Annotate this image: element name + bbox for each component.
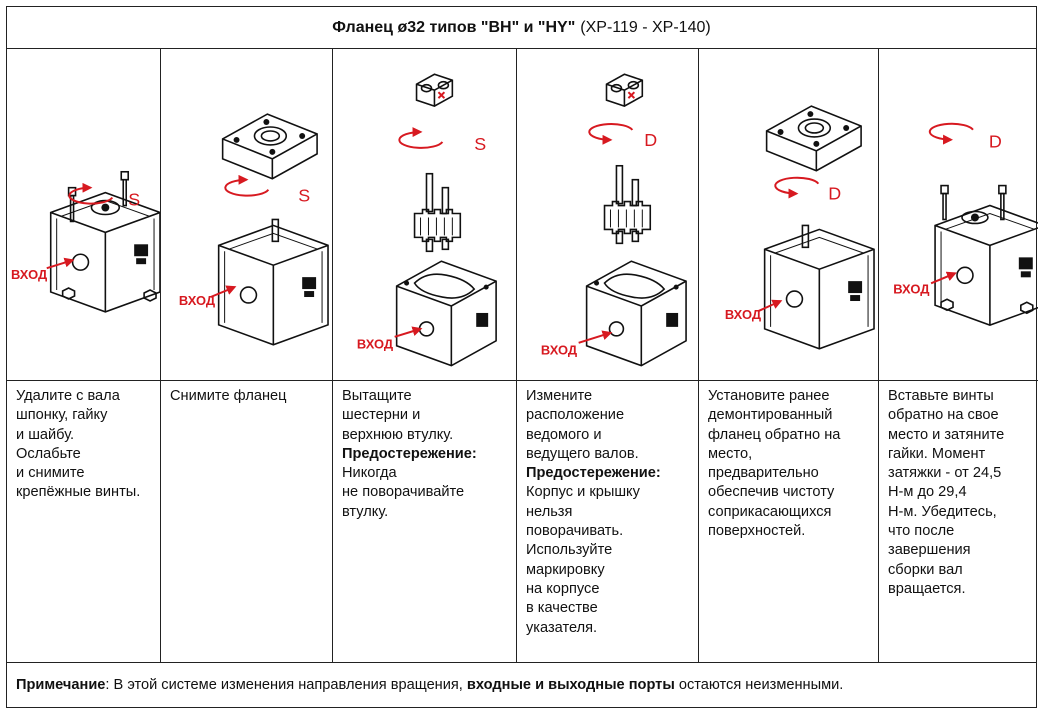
note-bold-text: входные и выходные порты — [466, 676, 675, 693]
step-line: что после — [888, 523, 955, 540]
inlet-label: ВХОД — [725, 307, 761, 322]
step-line: и снимите — [16, 465, 85, 482]
step-line: обратно на свое — [888, 407, 999, 424]
step-line: поверхностей. — [708, 523, 806, 540]
step-5: D ВХОД Установите ранее демонтированный фл… — [699, 48, 879, 662]
step-line: фланец обратно на — [708, 426, 841, 443]
step-line: крепёжные винты. — [16, 484, 141, 501]
warning-line: втулку. — [342, 503, 389, 520]
step-line: расположение — [526, 407, 625, 424]
step-line: Установите ранее — [708, 388, 830, 404]
rotation-d-label: D — [989, 132, 1002, 152]
step-6: D ВХОД Вставьте винты обратно на свое мест… — [879, 48, 1038, 662]
warning-line: нельзя — [526, 503, 573, 520]
step-line: и шайбу. — [16, 426, 75, 443]
warning-label: Предостережение: — [526, 465, 661, 482]
sheet-title: Фланец ø32 типов "BH" и "HY" (XP-119 - X… — [7, 7, 1036, 49]
inlet-label: ВХОД — [179, 293, 215, 308]
step-line: шпонку, гайку — [16, 407, 108, 424]
instruction-sheet: Фланец ø32 типов "BH" и "HY" (XP-119 - X… — [6, 6, 1038, 708]
step-2-text: Снимите фланец — [161, 381, 332, 406]
step-6-text: Вставьте винты обратно на свое место и зат… — [879, 381, 1038, 599]
step-2: S ВХОД Снимите фланец — [161, 48, 333, 662]
warning-line: Никогда — [342, 465, 397, 482]
warning-line: на корпусе — [526, 580, 600, 597]
rotation-d-label: D — [644, 130, 657, 150]
warning-line: Корпус и крышку — [526, 484, 640, 501]
inlet-label: ВХОД — [11, 267, 47, 282]
step-1-illustration: S ВХОД — [7, 48, 160, 381]
step-line: сборки вал — [888, 561, 963, 578]
warning-line: в качестве — [526, 600, 598, 617]
step-1: S ВХОД Удалите с вала шпонку, гайку и шайб… — [7, 48, 161, 662]
step-4: D ВХОД Измените расположение ведомого и вед… — [517, 48, 699, 662]
note-text-start: : В этой системе изменения направления в… — [105, 676, 463, 693]
title-bold: Фланец ø32 типов "BH" и "HY" — [332, 18, 576, 36]
warning-line: указателя. — [526, 619, 598, 636]
warning-line: маркировку — [526, 561, 605, 578]
warning-line: поворачивать. — [526, 523, 624, 540]
step-line: место, — [708, 445, 753, 462]
step-line: Ослабьте — [16, 445, 81, 462]
step-line: обеспечив чистоту — [708, 484, 835, 501]
step-5-text: Установите ранее демонтированный фланец об… — [699, 381, 878, 541]
step-line: место и затяните — [888, 426, 1005, 443]
warning-label: Предостережение: — [342, 445, 477, 462]
step-line: завершения — [888, 542, 971, 559]
inlet-label: ВХОД — [541, 343, 577, 358]
note-label: Примечание — [16, 676, 106, 693]
rotation-s-label: S — [474, 134, 486, 154]
step-4-illustration: D ВХОД — [517, 48, 698, 381]
step-2-illustration: S ВХОД — [161, 48, 332, 381]
rotation-d-label: D — [828, 184, 841, 204]
step-line: Измените — [526, 388, 593, 404]
step-line: Снимите фланец — [170, 388, 287, 404]
step-line: демонтированный — [708, 407, 833, 424]
step-line: Вытащите — [342, 388, 412, 404]
step-line: затяжки - от 24,5 — [888, 465, 1002, 482]
step-line: соприкасающихся — [708, 503, 832, 520]
step-line: гайки. Момент — [888, 445, 986, 462]
step-line: шестерни и — [342, 407, 421, 424]
step-line: Н-м. Убедитесь, — [888, 503, 997, 520]
steps-grid: S ВХОД Удалите с вала шпонку, гайку и шайб… — [7, 48, 1038, 663]
inlet-label: ВХОД — [357, 337, 393, 352]
rotation-s-label: S — [128, 190, 140, 210]
note-text-end: остаются неизменными. — [678, 676, 844, 693]
step-line: предварительно — [708, 465, 819, 482]
title-models: (XP-119 - XP-140) — [580, 18, 711, 36]
rotation-s-label: S — [298, 186, 310, 206]
step-3: S ВХОД Вытащите шестерни и верхнюю втулку.… — [333, 48, 517, 662]
warning-line: Используйте — [526, 542, 613, 559]
step-3-illustration: S ВХОД — [333, 48, 516, 381]
step-line: Н-м до 29,4 — [888, 484, 967, 501]
inlet-label: ВХОД — [893, 281, 929, 296]
step-5-illustration: D ВХОД — [699, 48, 878, 381]
warning-line: не поворачивайте — [342, 484, 465, 501]
step-1-text: Удалите с вала шпонку, гайку и шайбу. Ослаб… — [7, 381, 160, 503]
step-line: Вставьте винты — [888, 388, 994, 404]
step-line: верхнюю втулку. — [342, 426, 454, 443]
step-6-illustration: D ВХОД — [879, 48, 1038, 381]
step-3-text: Вытащите шестерни и верхнюю втулку. Предост… — [333, 381, 516, 522]
step-4-text: Измените расположение ведомого и ведущего в… — [517, 381, 698, 638]
step-line: ведомого и — [526, 426, 602, 443]
step-line: ведущего валов. — [526, 445, 639, 462]
note-row: Примечание: В этой системе изменения нап… — [7, 662, 1036, 707]
step-line: вращается. — [888, 580, 966, 597]
step-line: Удалите с вала — [16, 388, 120, 404]
